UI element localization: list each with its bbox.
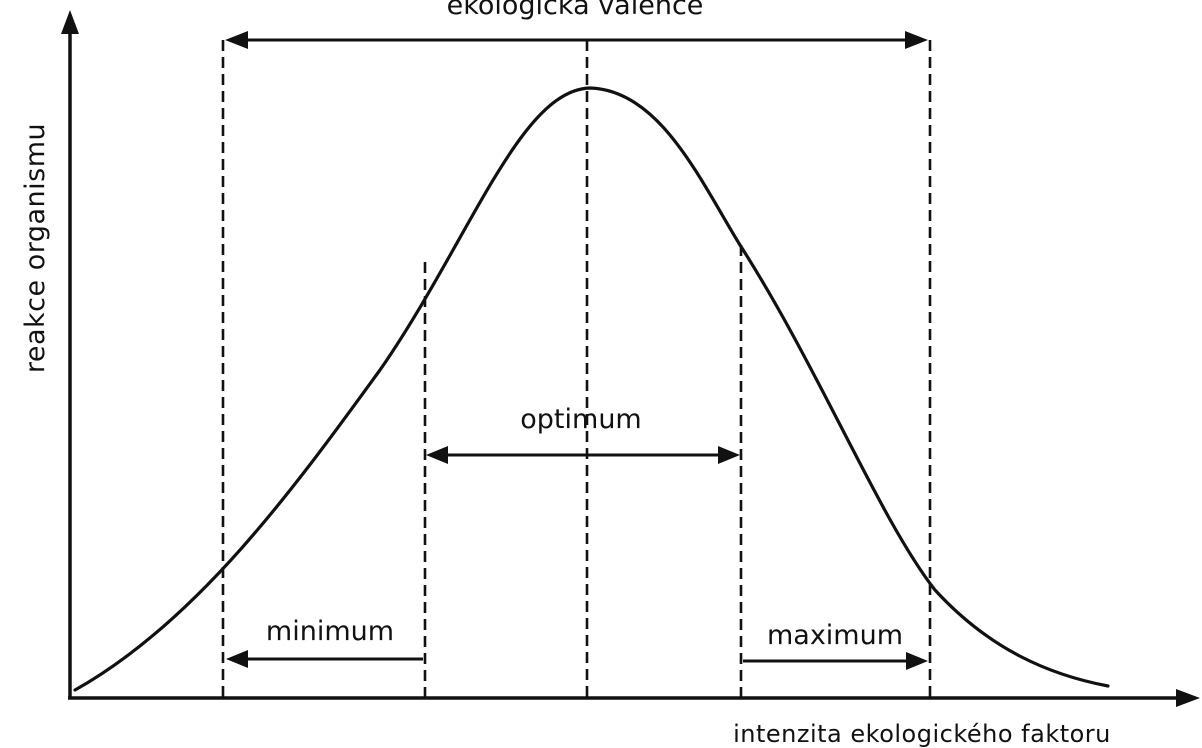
optimum-label: optimum bbox=[520, 404, 641, 435]
maximum-label: maximum bbox=[767, 620, 903, 651]
minimum-arrow bbox=[226, 650, 423, 668]
minimum-label: minimum bbox=[266, 616, 394, 647]
maximum-arrow bbox=[743, 652, 928, 670]
tolerance-curve bbox=[73, 86, 1110, 692]
x-axis-arrowhead bbox=[1176, 689, 1200, 707]
optimum-arrow-right-head bbox=[718, 446, 740, 464]
dashed-guides bbox=[221, 40, 932, 698]
optimum-arrow bbox=[426, 446, 740, 464]
valence-arrow-right-head bbox=[905, 31, 928, 49]
valence-label: ekologická valence bbox=[447, 0, 704, 21]
x-axis-label: intenzita ekologického faktoru bbox=[733, 720, 1111, 748]
valence-arrow-left-head bbox=[225, 31, 248, 49]
minimum-arrow-head bbox=[226, 650, 248, 668]
valence-arrow bbox=[225, 31, 928, 49]
y-axis-label: reakce organismu bbox=[20, 123, 51, 373]
maximum-arrow-head bbox=[906, 652, 928, 670]
optimum-arrow-left-head bbox=[426, 446, 448, 464]
axes bbox=[61, 10, 1200, 707]
y-axis-arrowhead bbox=[61, 10, 79, 34]
